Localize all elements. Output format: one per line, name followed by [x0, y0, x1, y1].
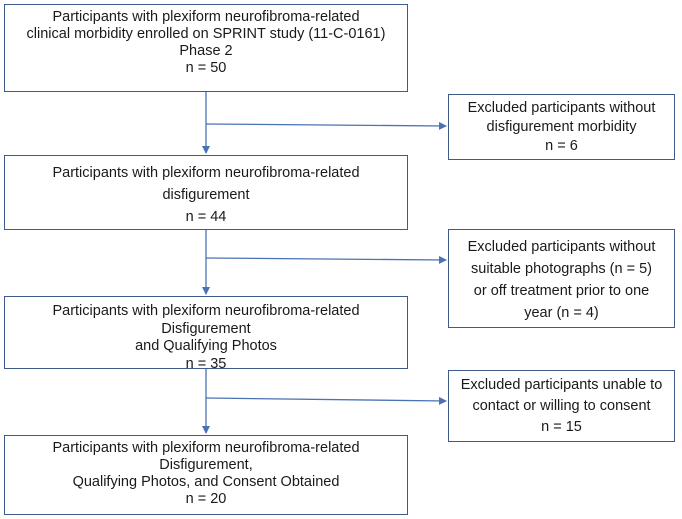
- disfigurement-participants-box: Participants with plexiform neurofibroma…: [4, 155, 408, 230]
- box-text-line: Phase 2: [179, 43, 233, 59]
- enrolled-participants-box: Participants with plexiform neurofibroma…: [4, 4, 408, 92]
- arrow-exclusion-3: [205, 396, 447, 405]
- excluded-no-disfigurement-box: Excluded participants without disfigurem…: [448, 94, 675, 160]
- box-count: n = 6: [545, 138, 578, 154]
- box-text-line: Participants with plexiform neurofibroma…: [52, 440, 360, 456]
- arrow-exclusion-1: [205, 121, 447, 130]
- box-text-line: Excluded participants without: [467, 239, 656, 255]
- box-count: n = 50: [185, 60, 227, 76]
- excluded-no-consent-box: Excluded participants unable to contact …: [448, 370, 675, 442]
- arrow-exclusion-2: [205, 255, 447, 264]
- consent-obtained-participants-box: Participants with plexiform neurofibroma…: [4, 435, 408, 515]
- box-count: n = 20: [185, 491, 227, 507]
- box-text-line: Excluded participants unable to: [460, 377, 663, 393]
- box-text-line: Participants with plexiform neurofibroma…: [52, 165, 360, 181]
- excluded-no-photos-box: Excluded participants without suitable p…: [448, 229, 675, 328]
- box-count: n = 44: [185, 209, 227, 225]
- box-text-line: Disfigurement: [161, 320, 251, 337]
- box-text-line: and Qualifying Photos: [135, 338, 277, 354]
- box-text-line: suitable photographs (n = 5): [471, 261, 652, 277]
- box-text-line: disfigurement morbidity: [486, 119, 637, 135]
- box-text-line: clinical morbidity enrolled on SPRINT st…: [26, 26, 386, 42]
- box-count: n = 15: [541, 419, 582, 435]
- box-text-line: Qualifying Photos, and Consent Obtained: [72, 474, 340, 490]
- box-text-line: Excluded participants without: [467, 100, 656, 116]
- box-text-line: contact or willing to consent: [472, 398, 651, 414]
- box-text-line: Disfigurement,: [159, 457, 253, 473]
- box-text-line: or off treatment prior to one: [473, 283, 650, 299]
- box-text-line: year (n = 4): [524, 305, 599, 321]
- box-text-line: disfigurement: [162, 187, 250, 203]
- box-text-line: Participants with plexiform neurofibroma…: [52, 9, 360, 25]
- box-text-line: Participants with plexiform neurofibroma…: [52, 303, 360, 319]
- qualifying-photos-participants-box: Participants with plexiform neurofibroma…: [4, 296, 408, 372]
- box-count: n = 35: [185, 355, 227, 372]
